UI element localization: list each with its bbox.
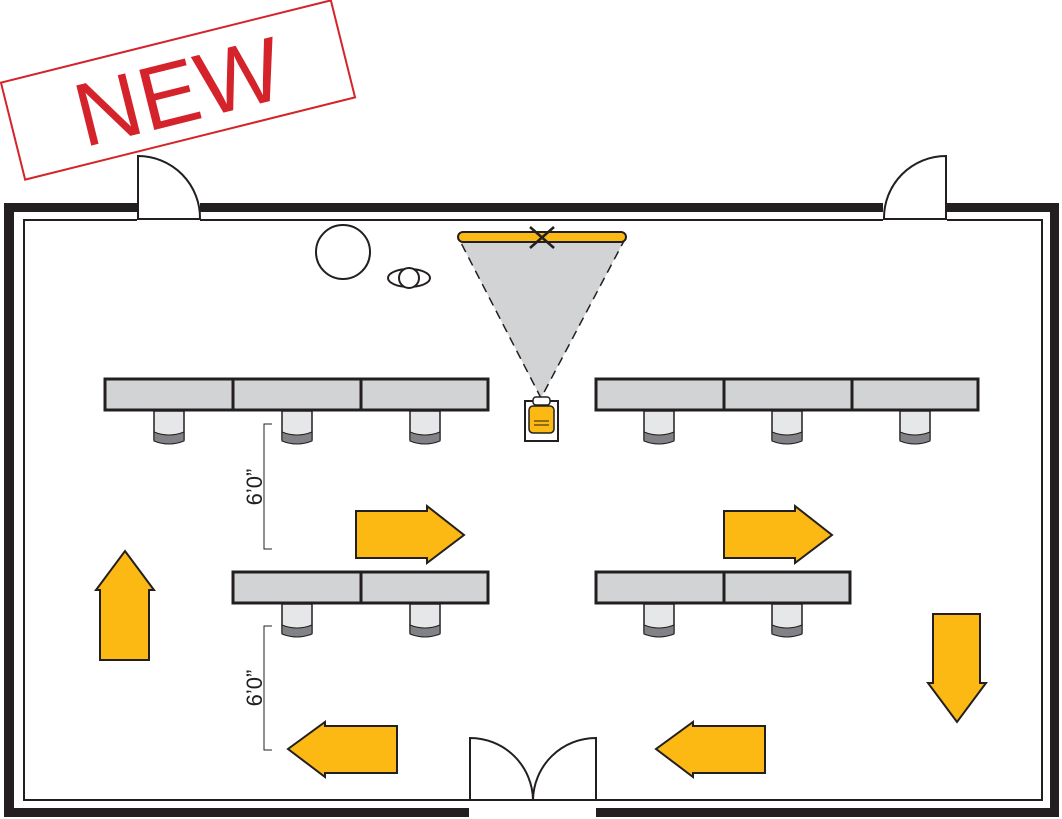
door-top-right [882, 154, 947, 221]
chair-icon [771, 410, 803, 445]
table-row-2-left [231, 570, 490, 605]
chair-icon [409, 410, 441, 445]
lectern-icon [524, 396, 559, 442]
chair-icon [281, 410, 313, 445]
dimension-bracket-back [263, 625, 272, 751]
flow-arrow-left-1 [286, 720, 398, 780]
chair-icon [153, 410, 185, 445]
room-walls [4, 203, 1059, 817]
table-row-2-right [594, 570, 852, 605]
flow-arrow-up [94, 549, 156, 661]
dimension-label-front: 6’0” [242, 469, 267, 506]
chair-icon [643, 603, 675, 638]
door-bottom-double [469, 736, 597, 818]
flow-arrow-right-2 [723, 503, 834, 566]
round-table-icon [315, 224, 371, 280]
door-top-left [137, 154, 202, 221]
chair-icon [899, 410, 931, 445]
projection-screen-icon [457, 226, 627, 249]
chair-icon [771, 603, 803, 638]
flow-arrow-down [926, 613, 988, 724]
chair-icon [643, 410, 675, 445]
dimension-label-back: 6’0” [242, 670, 267, 707]
new-badge: NEW [0, 0, 357, 181]
flow-arrow-left-2 [654, 720, 766, 780]
table-row-1-left [103, 377, 490, 412]
table-row-1-right [594, 377, 980, 412]
dimension-bracket-front [263, 423, 272, 550]
flow-arrow-right-1 [355, 503, 466, 566]
speakerphone-icon [387, 267, 431, 289]
new-badge-text: NEW [65, 19, 293, 167]
chair-icon [281, 603, 313, 638]
chair-icon [409, 603, 441, 638]
